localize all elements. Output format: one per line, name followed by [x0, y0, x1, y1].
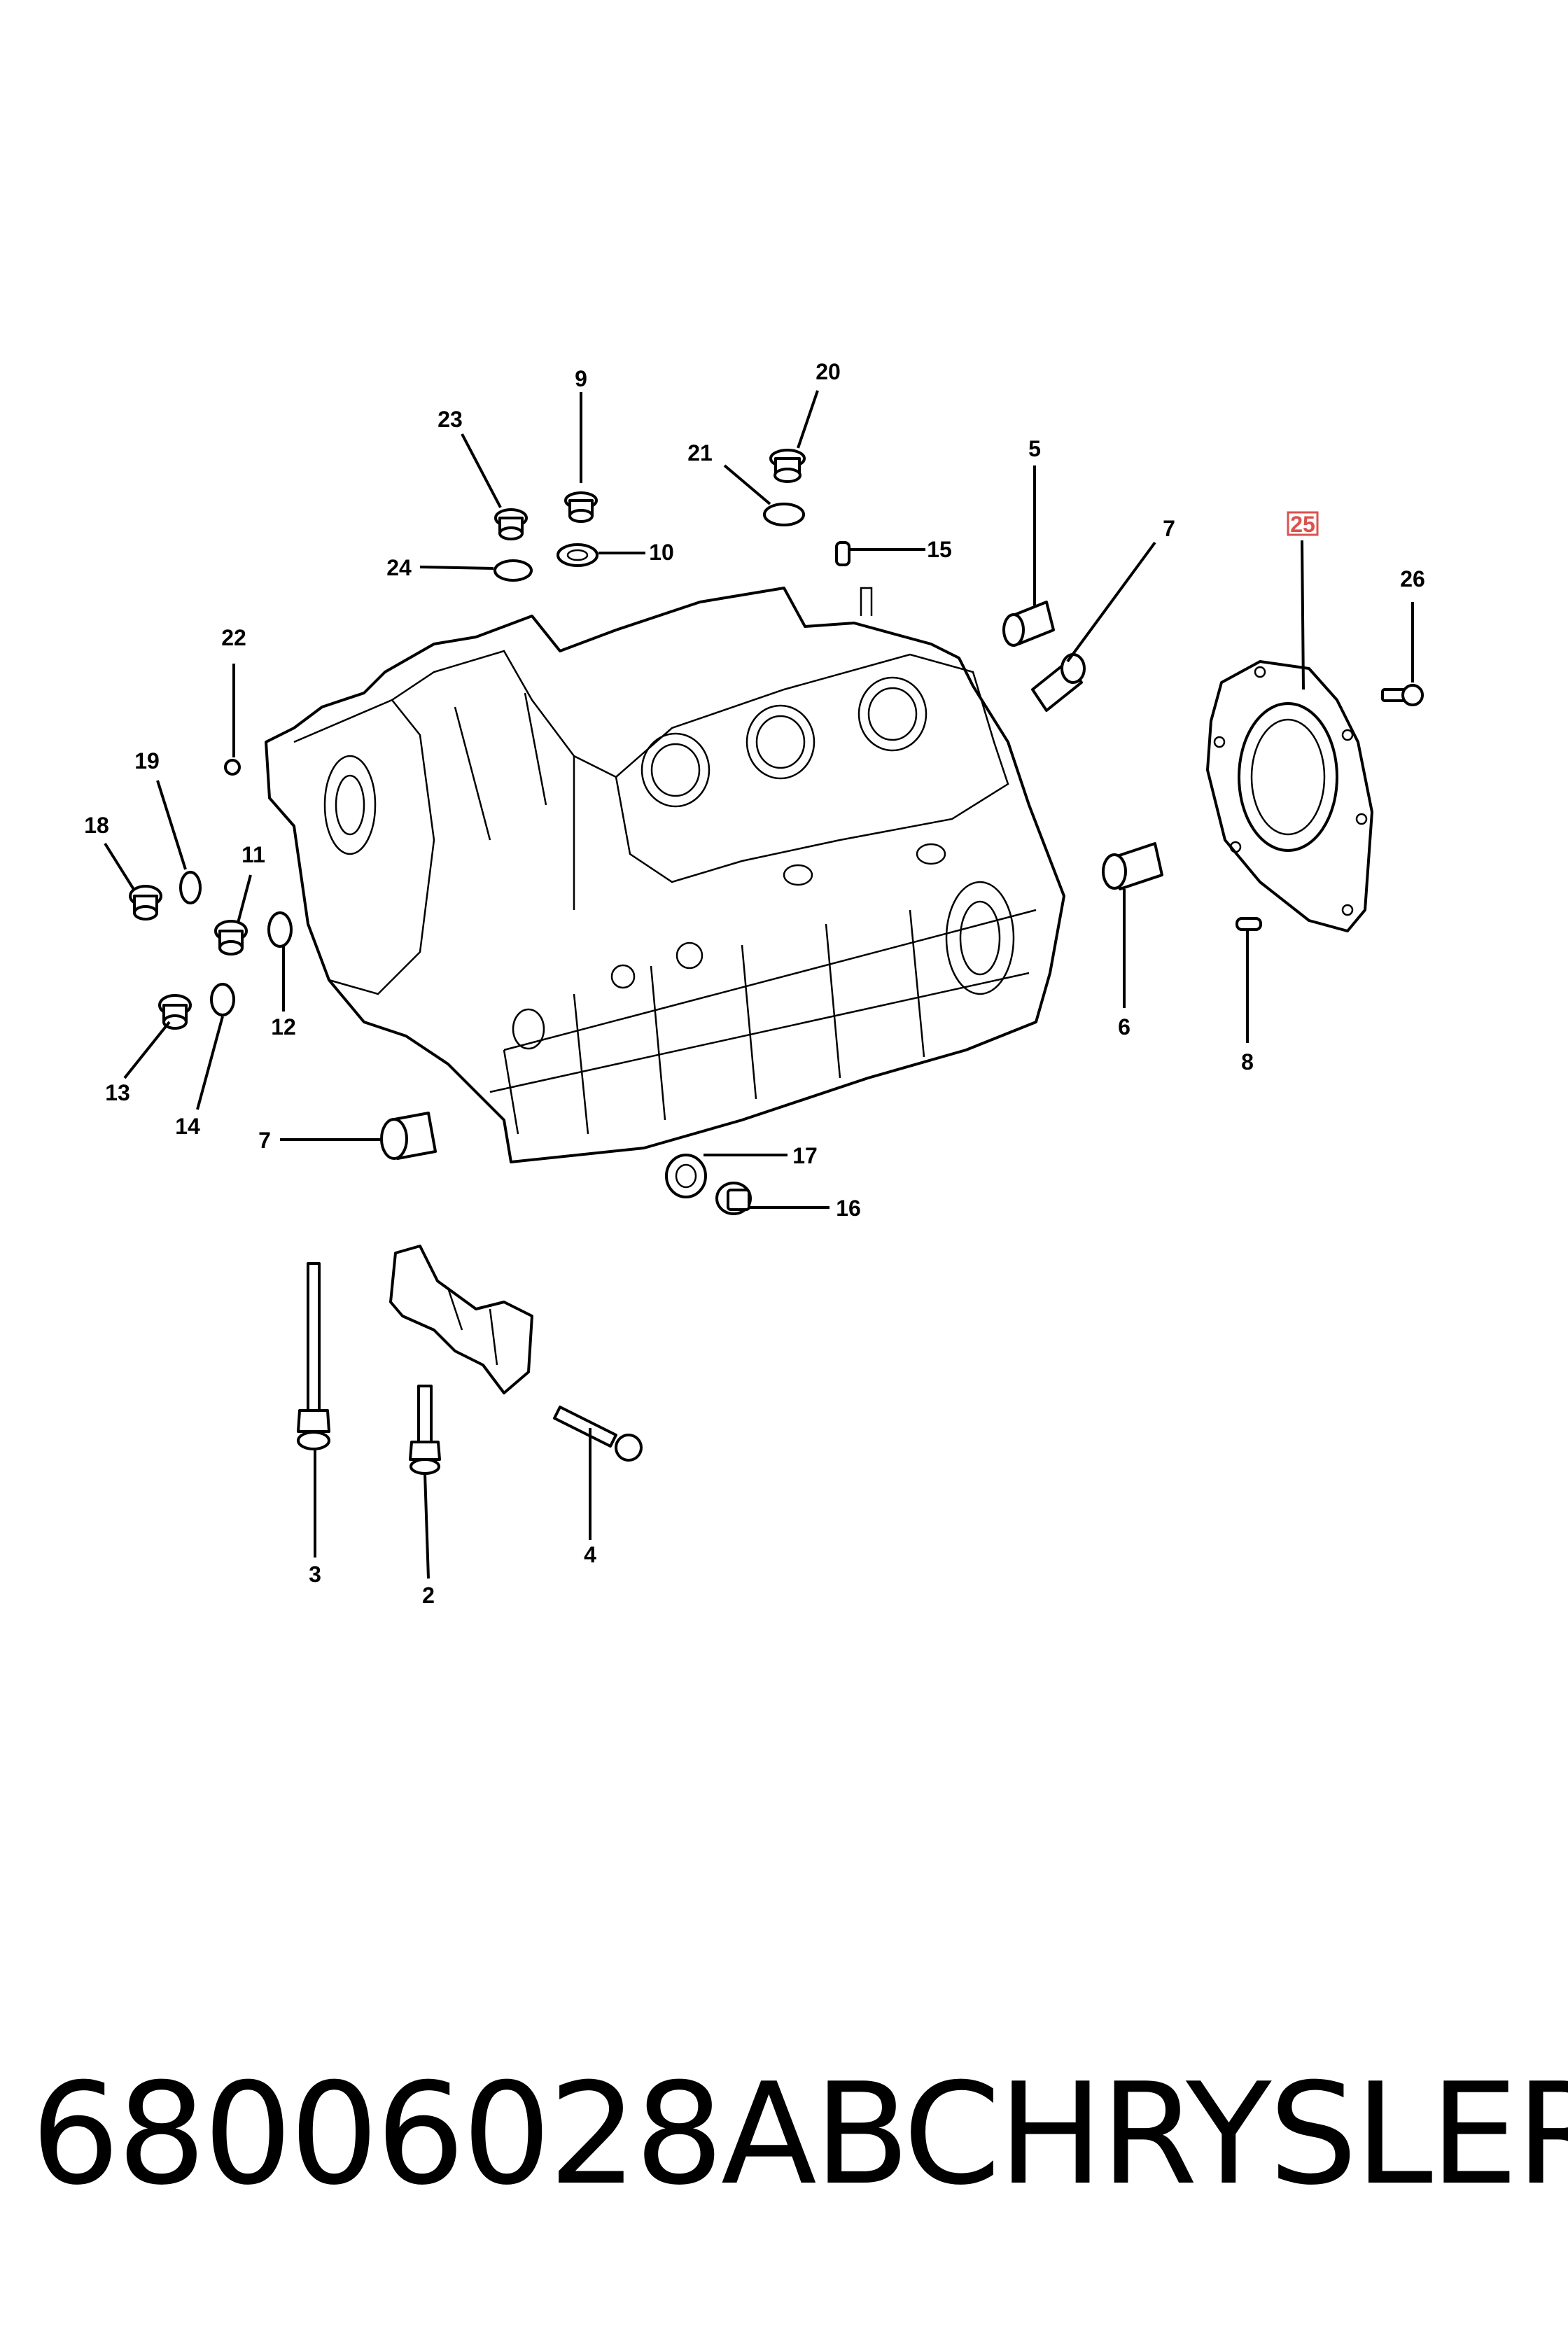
callout-4: 4	[584, 1542, 596, 1567]
part-5-sleeve	[1002, 601, 1055, 647]
part-19-seal	[179, 871, 202, 904]
callout-21: 21	[687, 440, 713, 465]
callout-7-lower: 7	[258, 1128, 271, 1153]
callout-2: 2	[422, 1583, 435, 1608]
callout-6: 6	[1118, 1014, 1130, 1040]
part-14-seal	[210, 983, 235, 1016]
callout-7-upper: 7	[1163, 516, 1175, 541]
part-12-seal	[267, 911, 293, 948]
callout-20: 20	[816, 359, 841, 384]
callout-9: 9	[575, 366, 587, 391]
part-20-plug	[769, 449, 806, 483]
part-13-plug	[158, 994, 192, 1030]
callout-19: 19	[134, 748, 160, 774]
callout-18: 18	[84, 813, 109, 838]
part-22-o-ring	[224, 759, 241, 776]
callout-23: 23	[438, 407, 463, 432]
part-23-plug	[494, 508, 528, 540]
callout-24: 24	[386, 555, 412, 580]
part-2-bolt	[409, 1385, 441, 1475]
callout-labels: 9 20 23 21 5 7 25 24 10 15 26 22 19 18 1…	[84, 359, 1425, 1608]
brand-name: CHRYSLER	[903, 2053, 1568, 2216]
part-3-stud-bolt	[297, 1262, 330, 1450]
callout-10: 10	[649, 540, 674, 565]
part-number: 68006028AB	[31, 2053, 910, 2216]
callout-8: 8	[1241, 1049, 1254, 1074]
part-7-sleeve-lower	[380, 1112, 437, 1160]
part-17-seal	[665, 1154, 707, 1198]
part-18-plug	[129, 885, 162, 920]
callout-13: 13	[105, 1080, 130, 1105]
callout-12: 12	[271, 1014, 296, 1040]
part-16-plug	[715, 1182, 752, 1215]
exploded-parts-diagram: 9 20 23 21 5 7 25 24 10 15 26 22 19 18 1…	[84, 359, 1425, 1608]
part-24-seal	[493, 559, 533, 582]
callout-26: 26	[1400, 566, 1425, 592]
part-25-rear-seal-retainer	[1206, 660, 1373, 932]
part-8-dowel	[1236, 917, 1262, 931]
callout-5: 5	[1028, 436, 1041, 461]
leader-lines	[104, 390, 1414, 1579]
part-15-dowel	[835, 541, 850, 566]
callout-3: 3	[309, 1562, 321, 1587]
part-7-sleeve-upper	[1031, 653, 1086, 712]
part-11-plug	[214, 920, 248, 955]
footer: 68006028AB CHRYSLER	[0, 2044, 1568, 2226]
engine-block	[265, 587, 1065, 1163]
callout-17: 17	[792, 1143, 818, 1168]
part-26-bolt	[1381, 684, 1424, 706]
callout-15: 15	[927, 537, 952, 562]
callout-25: 25	[1290, 512, 1315, 537]
main-bearing-cap	[389, 1245, 533, 1394]
part-10-seal	[556, 543, 598, 567]
callout-16: 16	[836, 1196, 861, 1221]
callout-14: 14	[175, 1114, 200, 1139]
part-21-seal	[763, 503, 805, 526]
callout-22: 22	[221, 625, 246, 650]
callout-25-highlight	[1287, 511, 1319, 536]
part-6-sleeve	[1102, 842, 1163, 890]
part-9-plug	[564, 491, 598, 523]
part-4-bolt	[553, 1406, 643, 1462]
callout-11: 11	[241, 842, 265, 867]
